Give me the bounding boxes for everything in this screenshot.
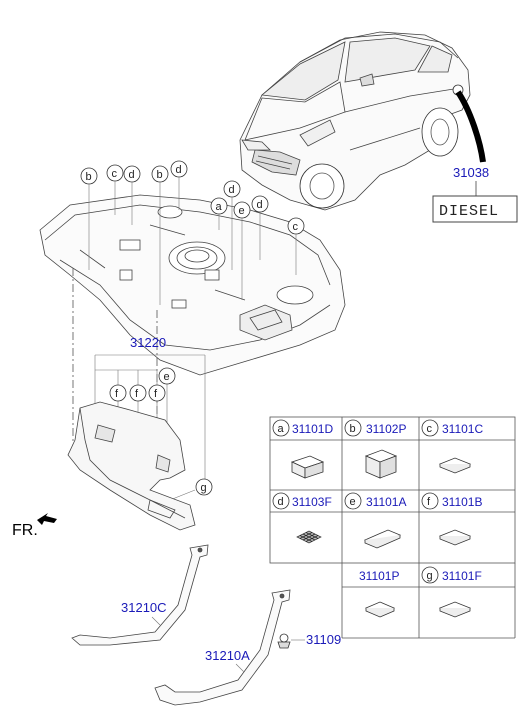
legend-circle-e [344, 492, 362, 510]
legend-letter: f [427, 496, 431, 508]
callout-letter: e [164, 371, 170, 383]
legend-circle-d [272, 492, 290, 510]
tank-callouts: b c d b d d a e d c [80, 160, 305, 235]
front-arrow-icon [37, 513, 57, 525]
band-31210c [71, 544, 209, 646]
pad-icon-p [364, 601, 396, 618]
shield-callouts: f f f e g [109, 367, 213, 496]
callout-letter: g [201, 482, 207, 494]
callout-letter: b [157, 169, 163, 181]
part-number-31210c: 31210C [121, 600, 167, 615]
callout-letter: d [129, 169, 135, 181]
legend-part: 31101D [292, 422, 333, 436]
fuel-tank-illustration [39, 194, 346, 376]
legend-part: 31101P [359, 569, 399, 583]
callout-letter: b [86, 171, 92, 183]
callout-circle [148, 384, 166, 402]
callout-letter: f [115, 388, 119, 400]
legend-circle-f [421, 492, 439, 510]
callout-letter: c [112, 168, 118, 180]
diesel-label-text: DIESEL [439, 203, 499, 220]
diesel-label-box [432, 195, 518, 223]
callout-letter: d [176, 164, 182, 176]
legend-letter: d [278, 496, 284, 508]
part-number-31210a: 31210A [205, 648, 250, 663]
legend-part: 31101A [366, 495, 406, 509]
callout-circle [129, 384, 147, 402]
part-number-31220: 31220 [130, 335, 166, 350]
fuel-door-leader [455, 90, 486, 163]
legend-part: 31101B [442, 495, 482, 509]
front-marker: FR. [12, 522, 38, 539]
leader-31210a [235, 663, 245, 673]
callout-circle [158, 367, 176, 385]
legend-part: 31101F [442, 569, 482, 583]
callout-letter: c [293, 221, 299, 233]
legend-circle-b [344, 419, 362, 437]
legend-circle-a [272, 419, 290, 437]
mesh-pad-icon-d [296, 530, 322, 544]
pad-icon-e [363, 529, 402, 549]
callout-letter: f [135, 388, 139, 400]
leader-31210c [151, 616, 161, 626]
pad-icon-a [290, 455, 325, 479]
pad-icon-c [438, 457, 472, 474]
bolt-icon [277, 633, 291, 649]
band-31210a [154, 589, 291, 706]
legend-table: a 31101D b 31102P c 31101C d 31103F e 31… [269, 416, 516, 639]
pad-icon-g [438, 601, 472, 618]
legend-part: 31102P [366, 422, 406, 436]
pad-icon-b [364, 449, 398, 479]
callout-letter: d [229, 184, 235, 196]
part-number-31109: 31109 [306, 632, 341, 647]
legend-circle-g [421, 566, 439, 584]
car-illustration [239, 31, 471, 211]
legend-letter: e [350, 496, 356, 508]
legend-letter: a [278, 423, 285, 435]
shield-illustration [67, 401, 196, 531]
callout-letter: f [154, 388, 158, 400]
legend-part: 31101C [442, 422, 483, 436]
legend-letter: g [427, 570, 433, 582]
callout-circle [195, 478, 213, 496]
legend-letter: c [427, 423, 433, 435]
tank-callout-leaders [88, 177, 297, 305]
legend-letter: b [350, 423, 356, 435]
legend-part: 31103F [292, 495, 332, 509]
part-number-31038: 31038 [453, 165, 489, 180]
callout-circle [109, 384, 127, 402]
callout-letter: e [239, 205, 245, 217]
legend-circle-c [421, 419, 439, 437]
pad-icon-f [438, 529, 472, 546]
callout-letter: d [257, 199, 263, 211]
callout-letter: a [216, 201, 223, 213]
